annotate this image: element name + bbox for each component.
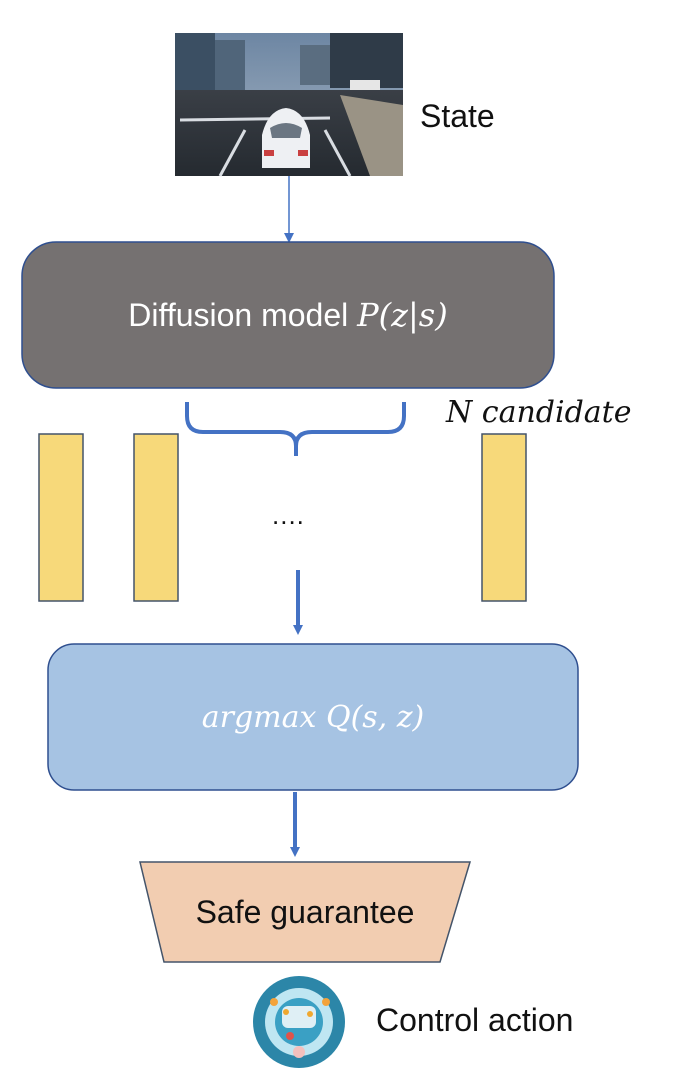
diffusion-model-text: Diffusion model	[128, 296, 358, 333]
diffusion-model-label: Diffusion model P(z|s)	[22, 242, 554, 388]
candidate-bar	[481, 433, 527, 602]
candidate-bar	[38, 433, 84, 602]
candidate-bar	[133, 433, 179, 602]
diffusion-model-math: P(z|s)	[357, 296, 448, 334]
candidate-ellipsis: ....	[272, 500, 305, 530]
n-candidate-label: N candidate	[446, 395, 632, 430]
safe-guarantee-label: Safe guarantee	[195, 893, 415, 930]
safe-guarantee-box	[139, 861, 472, 963]
argmax-box	[47, 643, 579, 791]
steering-wheel-icon	[253, 976, 345, 1068]
state-label: State	[420, 98, 495, 134]
candidate-brace	[185, 402, 406, 456]
state-image	[175, 33, 403, 177]
argmax-label: argmax Q(s, z)	[201, 699, 425, 735]
diffusion-model-box	[21, 241, 555, 389]
car-icon	[262, 108, 310, 168]
control-action-label: Control action	[376, 1002, 574, 1038]
